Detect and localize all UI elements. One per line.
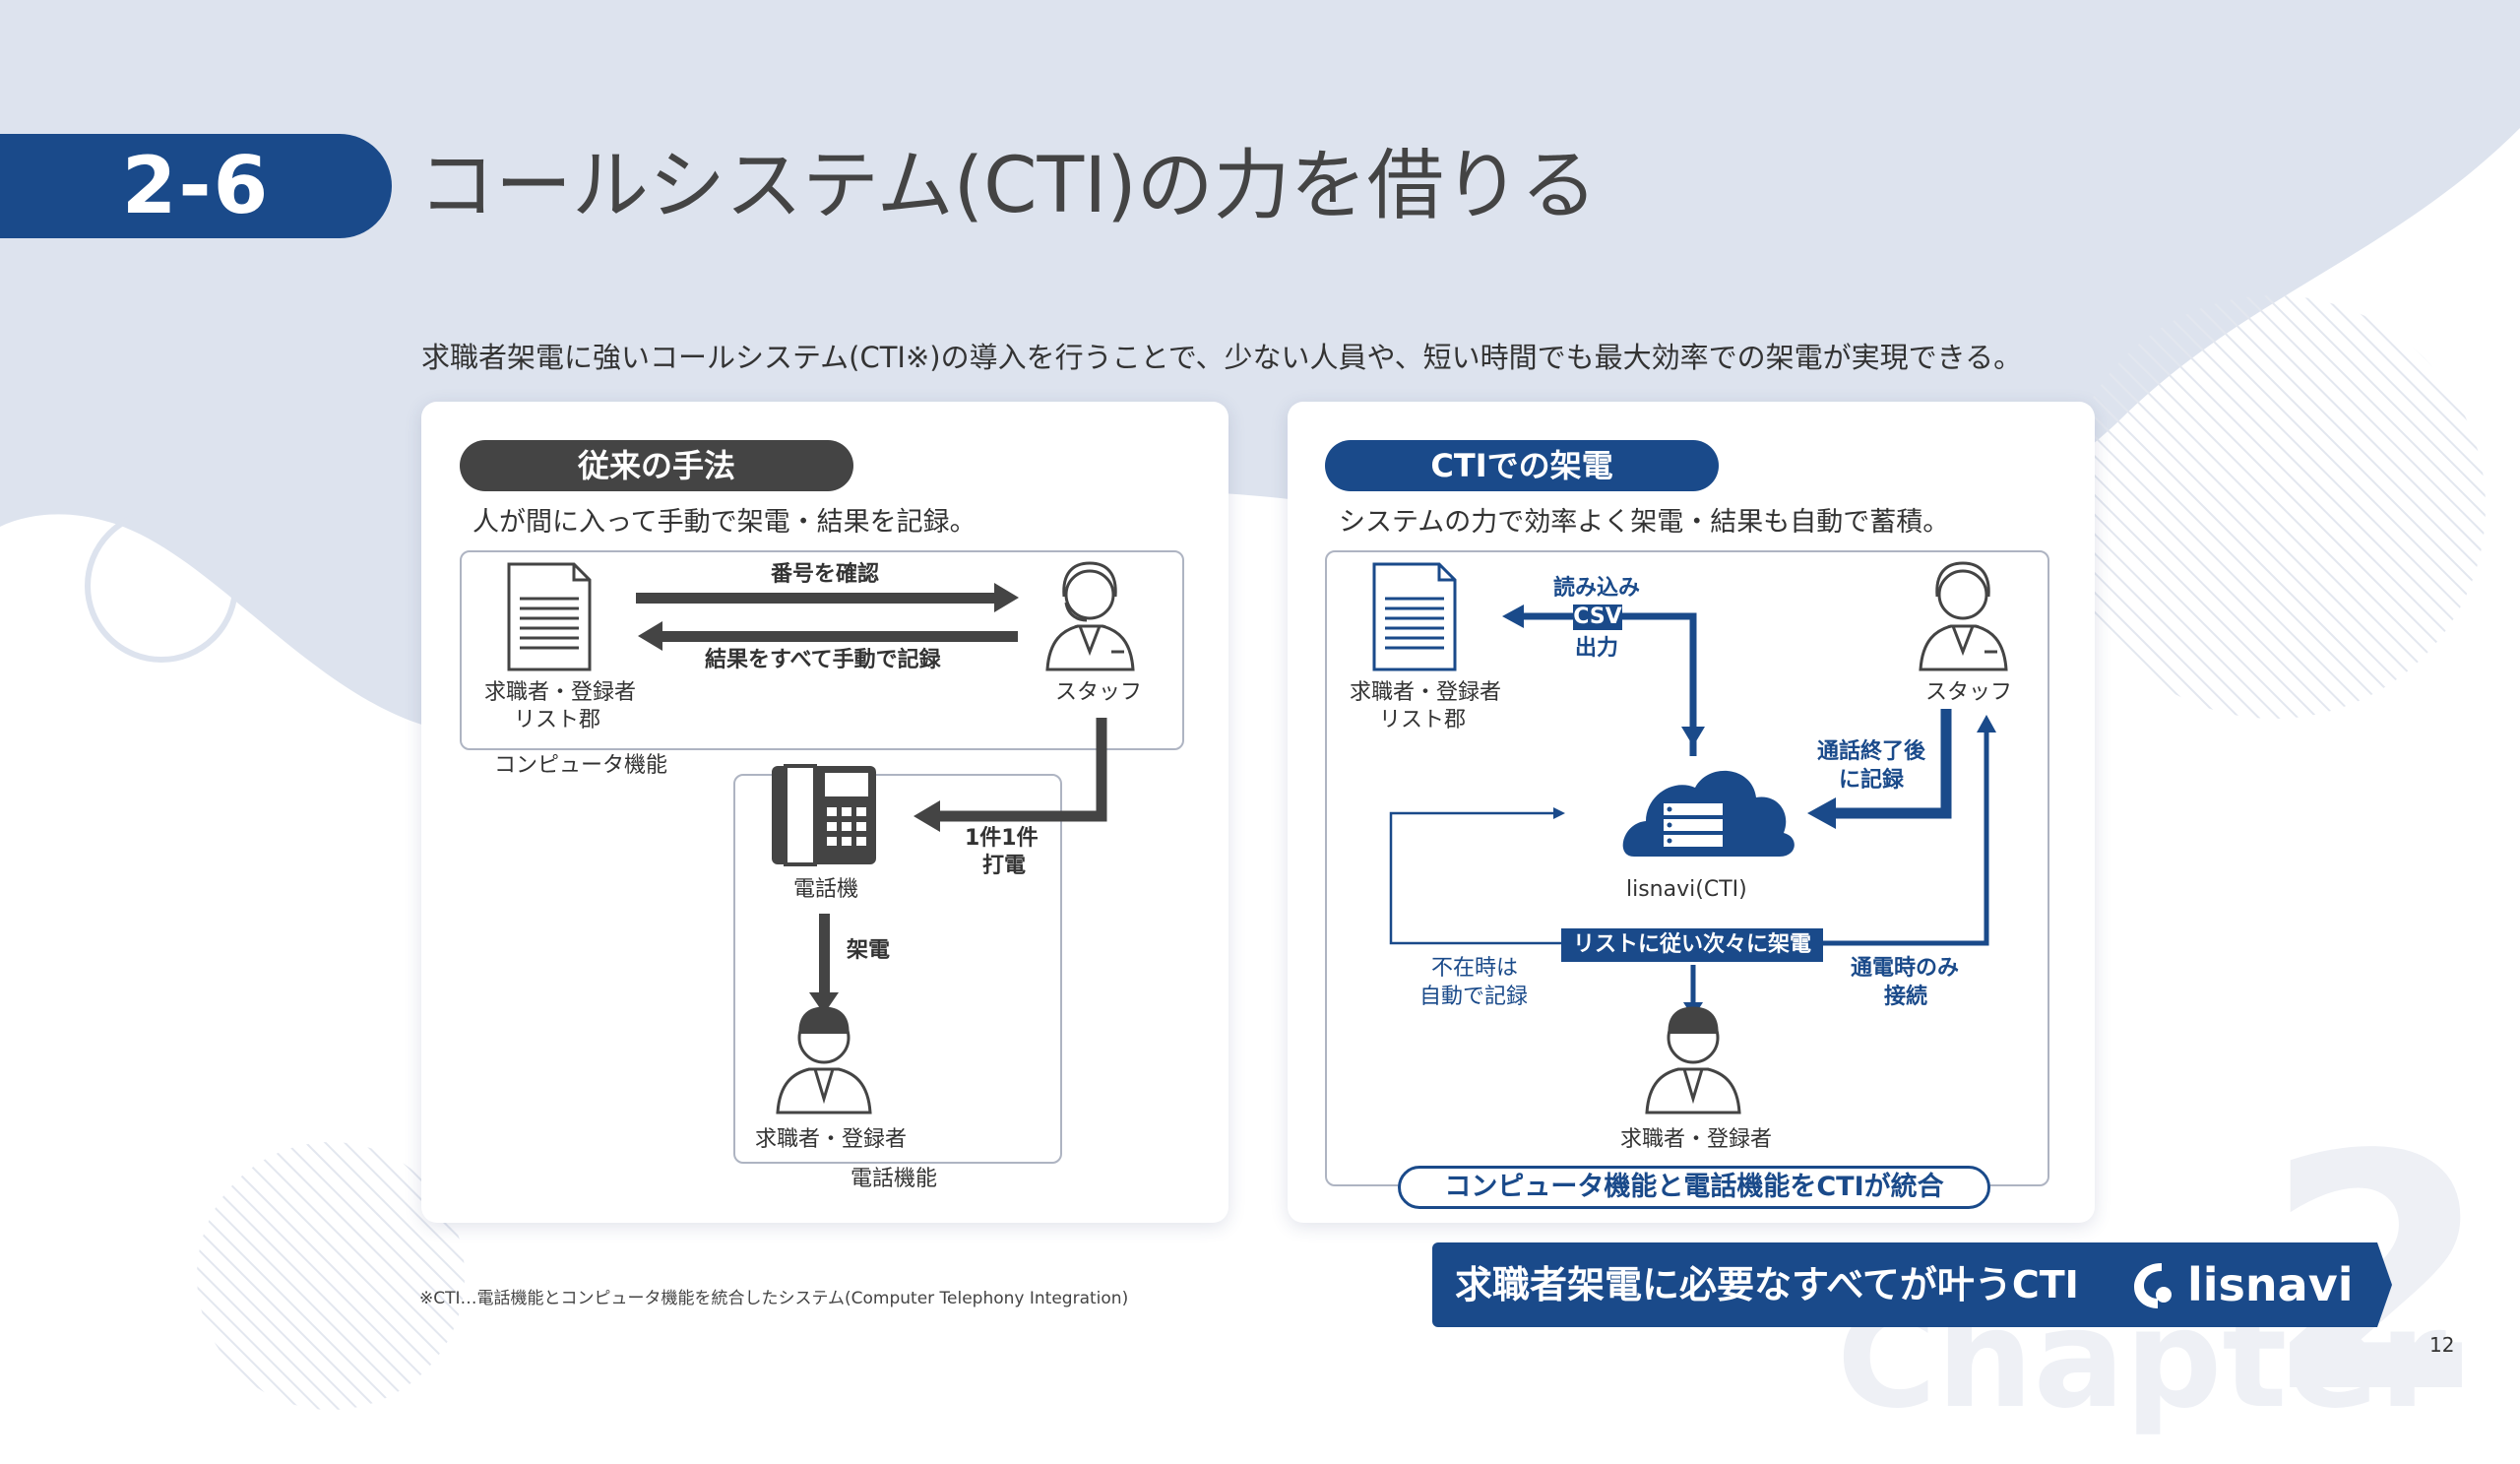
absent-label-line1: 不在時は: [1431, 956, 1519, 981]
left-doc-label-line1: 求職者・登録者: [484, 680, 637, 705]
import-label: 読み込み: [1553, 576, 1641, 601]
csv-label: CSV: [1573, 605, 1622, 630]
left-staff-label: スタッフ: [1055, 680, 1143, 705]
connect-label-line1: 通電時のみ: [1851, 956, 1960, 981]
right-staff-label: スタッフ: [1925, 680, 2013, 705]
integration-frame: [1325, 550, 2049, 1186]
right-doc-label-line1: 求職者・登録者: [1350, 680, 1502, 705]
absent-label-line2: 自動で記録: [1419, 985, 1529, 1009]
lisnavi-logo-text: lisnavi: [2187, 1258, 2354, 1311]
left-doc-label-line2: リスト郡: [514, 708, 601, 732]
after-call-label-line2: に記録: [1839, 768, 1905, 793]
phone-function-frame: [733, 774, 1062, 1164]
right-doc-label-line2: リスト郡: [1379, 708, 1467, 732]
phone-function-label: 電話機能: [850, 1167, 938, 1191]
computer-function-label: コンピュータ機能: [494, 753, 668, 778]
left-person-label: 求職者・登録者: [755, 1127, 908, 1152]
call-label: 架電: [847, 938, 891, 963]
left-subtitle: 人が間に入って手動で架電・結果を記録。: [472, 507, 976, 538]
dial-label-line2: 打電: [982, 854, 1027, 878]
server-label: lisnavi(CTI): [1626, 877, 1747, 902]
computer-function-frame: [460, 550, 1184, 750]
export-label: 出力: [1575, 636, 1619, 661]
background-circle: [85, 509, 238, 663]
connect-label-line2: 接続: [1884, 985, 1928, 1009]
page-number: 12: [2429, 1333, 2455, 1357]
background-hatch-circle-right: [2062, 295, 2486, 719]
background-hatch-circle-left: [197, 1142, 465, 1410]
auto-call-label: リストに従い次々に架電: [1561, 928, 1823, 962]
footnote: ※CTI…電話機能とコンピュータ機能を統合したシステム(Computer Tel…: [419, 1289, 1129, 1308]
integration-pill: コンピュータ機能と電話機能をCTIが統合: [1398, 1166, 1990, 1209]
arrow-bottom-label: 結果をすべて手動で記録: [705, 648, 941, 672]
lead-text: 求職者架電に強いコールシステム(CTI※)の導入を行うことで、少ない人員や、短い…: [421, 341, 2023, 374]
slide-title: コールシステム(CTI)の力を借りる: [418, 142, 1598, 230]
arrow-top-label: 番号を確認: [771, 562, 880, 587]
left-heading-pill: 従来の手法: [460, 440, 853, 491]
banner-text: 求職者架電に必要なすべてが叶うCTI: [1455, 1263, 2079, 1306]
lisnavi-logo-icon: [2134, 1263, 2172, 1308]
bottom-banner: [1432, 1242, 2392, 1327]
right-heading-pill: CTIでの架電: [1325, 440, 1719, 491]
telephone-label: 電話機: [793, 877, 859, 902]
right-person-label: 求職者・登録者: [1620, 1127, 1773, 1152]
after-call-label-line1: 通話終了後: [1817, 739, 1926, 764]
dial-label-line1: 1件1件: [965, 826, 1039, 851]
right-subtitle: システムの力で効率よく架電・結果も自動で蓄積。: [1339, 507, 1950, 538]
section-number-tag: 2-6: [0, 134, 392, 238]
